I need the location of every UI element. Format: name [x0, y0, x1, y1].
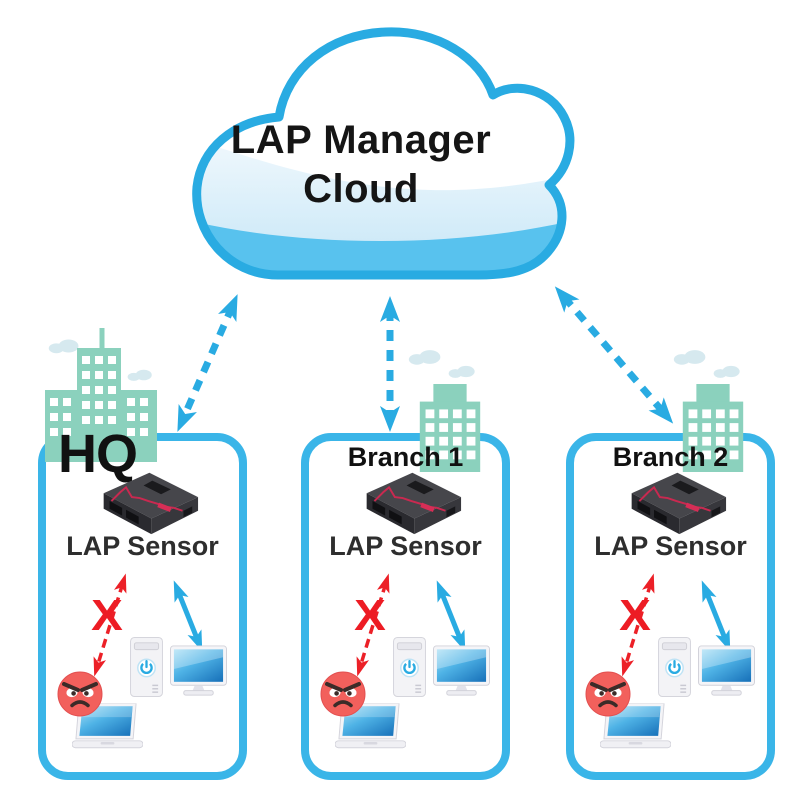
site-name: Branch 2: [612, 442, 729, 472]
monitor-icon: [433, 645, 490, 697]
dashed-double-arrow-icon-branch2: [554, 286, 674, 424]
cloud-title-line1: LAP Manager: [230, 118, 492, 162]
cloud-title-line2: Cloud: [303, 167, 419, 211]
monitor-icon: [170, 645, 227, 697]
cloud-title: LAP Manager Cloud: [176, 116, 546, 214]
site-name: Branch 1: [347, 442, 464, 472]
blocked-x-marker: X: [91, 591, 123, 640]
blue-allowed-arrow-icon: [173, 580, 203, 652]
angry-face-icon: [57, 671, 103, 717]
angry-face-icon: [585, 671, 631, 717]
background-cloud-icon: [673, 348, 707, 366]
sensor-label: LAP Sensor: [594, 531, 747, 561]
desktop-tower-icon: [393, 637, 426, 697]
site-panel-branch1: Branch 1 LAP Sensor X: [301, 433, 510, 780]
site-link-arrows: [621, 573, 731, 677]
angry-face-icon: [320, 671, 366, 717]
site-name: HQ: [58, 424, 138, 484]
monitor-icon: [698, 645, 755, 697]
cloud-shape: [192, 27, 575, 280]
blue-allowed-arrow-icon: [436, 580, 466, 652]
blocked-x-marker: X: [354, 591, 386, 640]
background-cloud-icon: [448, 364, 476, 379]
site-panel-branch2: Branch 2 LAP Sensor X: [566, 433, 775, 780]
sensor-label: LAP Sensor: [329, 531, 482, 561]
site-link-arrows: [356, 573, 466, 677]
blocked-x-marker: X: [619, 591, 651, 640]
blue-allowed-arrow-icon: [701, 580, 731, 652]
background-cloud-icon: [408, 348, 442, 366]
site-panel-hq: HQ LAP Sensor X: [38, 433, 247, 780]
dashed-double-arrow-icon-hq: [177, 294, 238, 432]
desktop-tower-icon: [658, 637, 691, 697]
sensor-label: LAP Sensor: [66, 531, 219, 561]
site-link-arrows: [93, 573, 203, 677]
background-cloud-icon: [713, 364, 741, 379]
desktop-tower-icon: [130, 637, 163, 697]
